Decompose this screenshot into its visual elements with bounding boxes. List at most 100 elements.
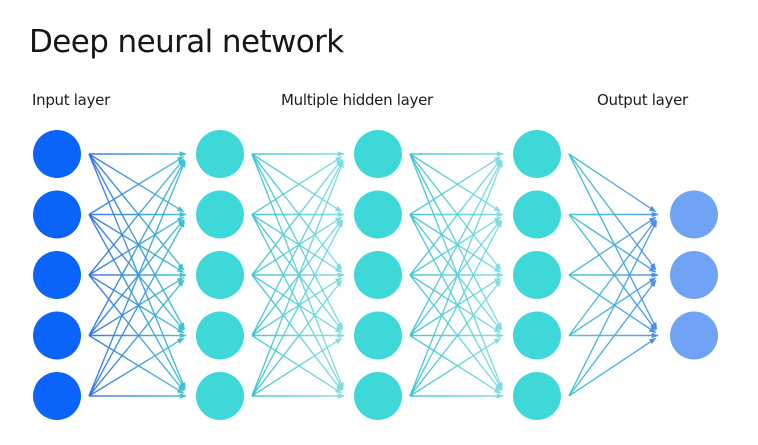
edge-hidden-2-4-to-hidden-3-2 [409,219,502,336]
edge-hidden-3-5-to-output-3 [568,337,657,397]
edge-hidden-1-1-to-hidden-2-3 [251,153,343,271]
input-node-1 [33,130,81,178]
edge-input-1-to-hidden-1-3 [88,153,185,271]
edge-hidden-3-1-to-output-1 [568,153,657,213]
edge-hidden-1-2-to-hidden-2-1 [251,156,343,216]
edge-hidden-3-2-to-output-3 [568,214,657,331]
edges-group [88,151,659,399]
edge-hidden-2-3-to-hidden-3-5 [409,274,502,392]
edge-hidden-1-1-to-hidden-2-2 [251,153,343,213]
output-node-1 [670,190,718,239]
hidden-2-node-2 [354,190,402,239]
edge-hidden-1-3-to-hidden-2-4 [251,274,343,334]
output-layer-label: Output layer [597,91,688,109]
edge-input-2-to-hidden-1-3 [88,213,185,273]
edge-hidden-3-2-to-output-2 [568,213,657,273]
edge-hidden-2-3-to-hidden-3-2 [409,216,502,276]
edge-hidden-1-5-to-hidden-2-1 [251,160,344,397]
hidden-layer-label: Multiple hidden layer [281,91,433,109]
edge-hidden-3-4-to-output-1 [568,219,657,336]
edge-hidden-1-5-to-hidden-2-3 [251,279,343,397]
edge-input-4-to-hidden-1-3 [88,277,185,337]
hidden-2-node-3 [354,251,402,299]
edge-hidden-2-4-to-hidden-3-3 [409,277,502,337]
edge-hidden-3-4-to-output-2 [568,277,657,337]
hidden-3-node-4 [513,311,561,360]
output-node-2 [670,251,718,299]
edge-hidden-2-2-to-hidden-3-1 [409,156,502,216]
edge-input-3-to-hidden-1-1 [88,158,185,276]
edge-input-5-to-hidden-1-1 [88,160,186,397]
edge-hidden-2-5-to-hidden-3-2 [409,220,503,397]
hidden-1-node-3 [196,251,244,299]
edge-input-4-to-hidden-1-2 [88,219,185,336]
edge-hidden-1-4-to-hidden-2-3 [251,277,343,337]
edge-hidden-1-3-to-hidden-2-1 [251,158,343,276]
edge-input-2-to-hidden-1-4 [88,214,185,331]
edge-hidden-2-3-to-hidden-3-1 [409,158,502,276]
hidden-3-node-3 [513,251,561,299]
edge-hidden-2-1-to-hidden-3-2 [409,153,502,213]
edge-hidden-2-5-to-hidden-3-3 [409,279,502,397]
edge-input-3-to-hidden-1-4 [88,274,185,334]
hidden-2-node-4 [354,311,402,360]
output-node-3 [670,311,718,360]
edge-hidden-2-4-to-hidden-3-1 [409,159,503,336]
edge-hidden-1-2-to-hidden-2-4 [251,214,343,331]
edge-hidden-2-5-to-hidden-3-1 [409,160,503,397]
hidden-2-node-1 [354,130,402,178]
edge-input-2-to-hidden-1-5 [88,214,186,391]
edge-hidden-2-4-to-hidden-3-5 [409,334,502,394]
edge-hidden-3-3-to-output-1 [568,216,657,276]
edge-hidden-1-4-to-hidden-2-1 [251,159,344,336]
edge-hidden-3-3-to-output-3 [568,274,657,334]
hidden-1-node-2 [196,190,244,239]
nodes-group [33,130,718,420]
edge-input-4-to-hidden-1-1 [88,159,186,336]
hidden-2-node-5 [354,372,402,420]
edge-hidden-1-3-to-hidden-2-2 [251,216,343,276]
hidden-3-node-1 [513,130,561,178]
hidden-1-node-4 [196,311,244,360]
edge-hidden-2-1-to-hidden-3-5 [409,153,503,390]
edge-hidden-3-1-to-output-2 [568,153,657,271]
input-node-5 [33,372,81,420]
edge-input-5-to-hidden-1-2 [88,220,186,397]
input-node-2 [33,190,81,239]
edge-hidden-2-2-to-hidden-3-4 [409,214,502,331]
edge-hidden-1-5-to-hidden-2-4 [251,337,343,397]
edge-input-1-to-hidden-1-5 [88,153,186,390]
edge-input-2-to-hidden-1-1 [88,156,185,216]
edge-input-3-to-hidden-1-5 [88,274,185,392]
edge-hidden-3-5-to-output-2 [568,279,657,397]
edge-input-1-to-hidden-1-4 [88,153,186,330]
diagram-title: Deep neural network [29,24,344,60]
edge-hidden-3-1-to-output-3 [568,153,658,330]
edge-hidden-3-5-to-output-1 [568,220,658,397]
edge-hidden-1-1-to-hidden-2-5 [251,153,344,390]
edge-input-1-to-hidden-1-2 [88,153,185,213]
edge-hidden-2-5-to-hidden-3-4 [409,337,502,397]
edge-hidden-2-2-to-hidden-3-5 [409,214,503,391]
edge-hidden-2-3-to-hidden-3-4 [409,274,502,334]
edge-hidden-2-2-to-hidden-3-3 [409,213,502,273]
input-node-3 [33,251,81,299]
input-layer-label: Input layer [32,91,110,109]
hidden-3-node-2 [513,190,561,239]
edge-input-4-to-hidden-1-5 [88,334,185,394]
edge-input-3-to-hidden-1-2 [88,216,185,276]
edge-hidden-2-1-to-hidden-3-3 [409,153,502,271]
edge-hidden-1-5-to-hidden-2-2 [251,220,344,397]
edge-hidden-1-2-to-hidden-2-3 [251,213,343,273]
hidden-1-node-1 [196,130,244,178]
input-node-4 [33,311,81,360]
edge-input-5-to-hidden-1-3 [88,279,185,397]
edge-hidden-1-3-to-hidden-2-5 [251,274,343,392]
hidden-3-node-5 [513,372,561,420]
edge-hidden-1-4-to-hidden-2-5 [251,334,343,394]
edge-hidden-1-4-to-hidden-2-2 [251,219,343,336]
edge-hidden-1-2-to-hidden-2-5 [251,214,344,391]
edge-input-5-to-hidden-1-4 [88,337,185,397]
hidden-1-node-5 [196,372,244,420]
